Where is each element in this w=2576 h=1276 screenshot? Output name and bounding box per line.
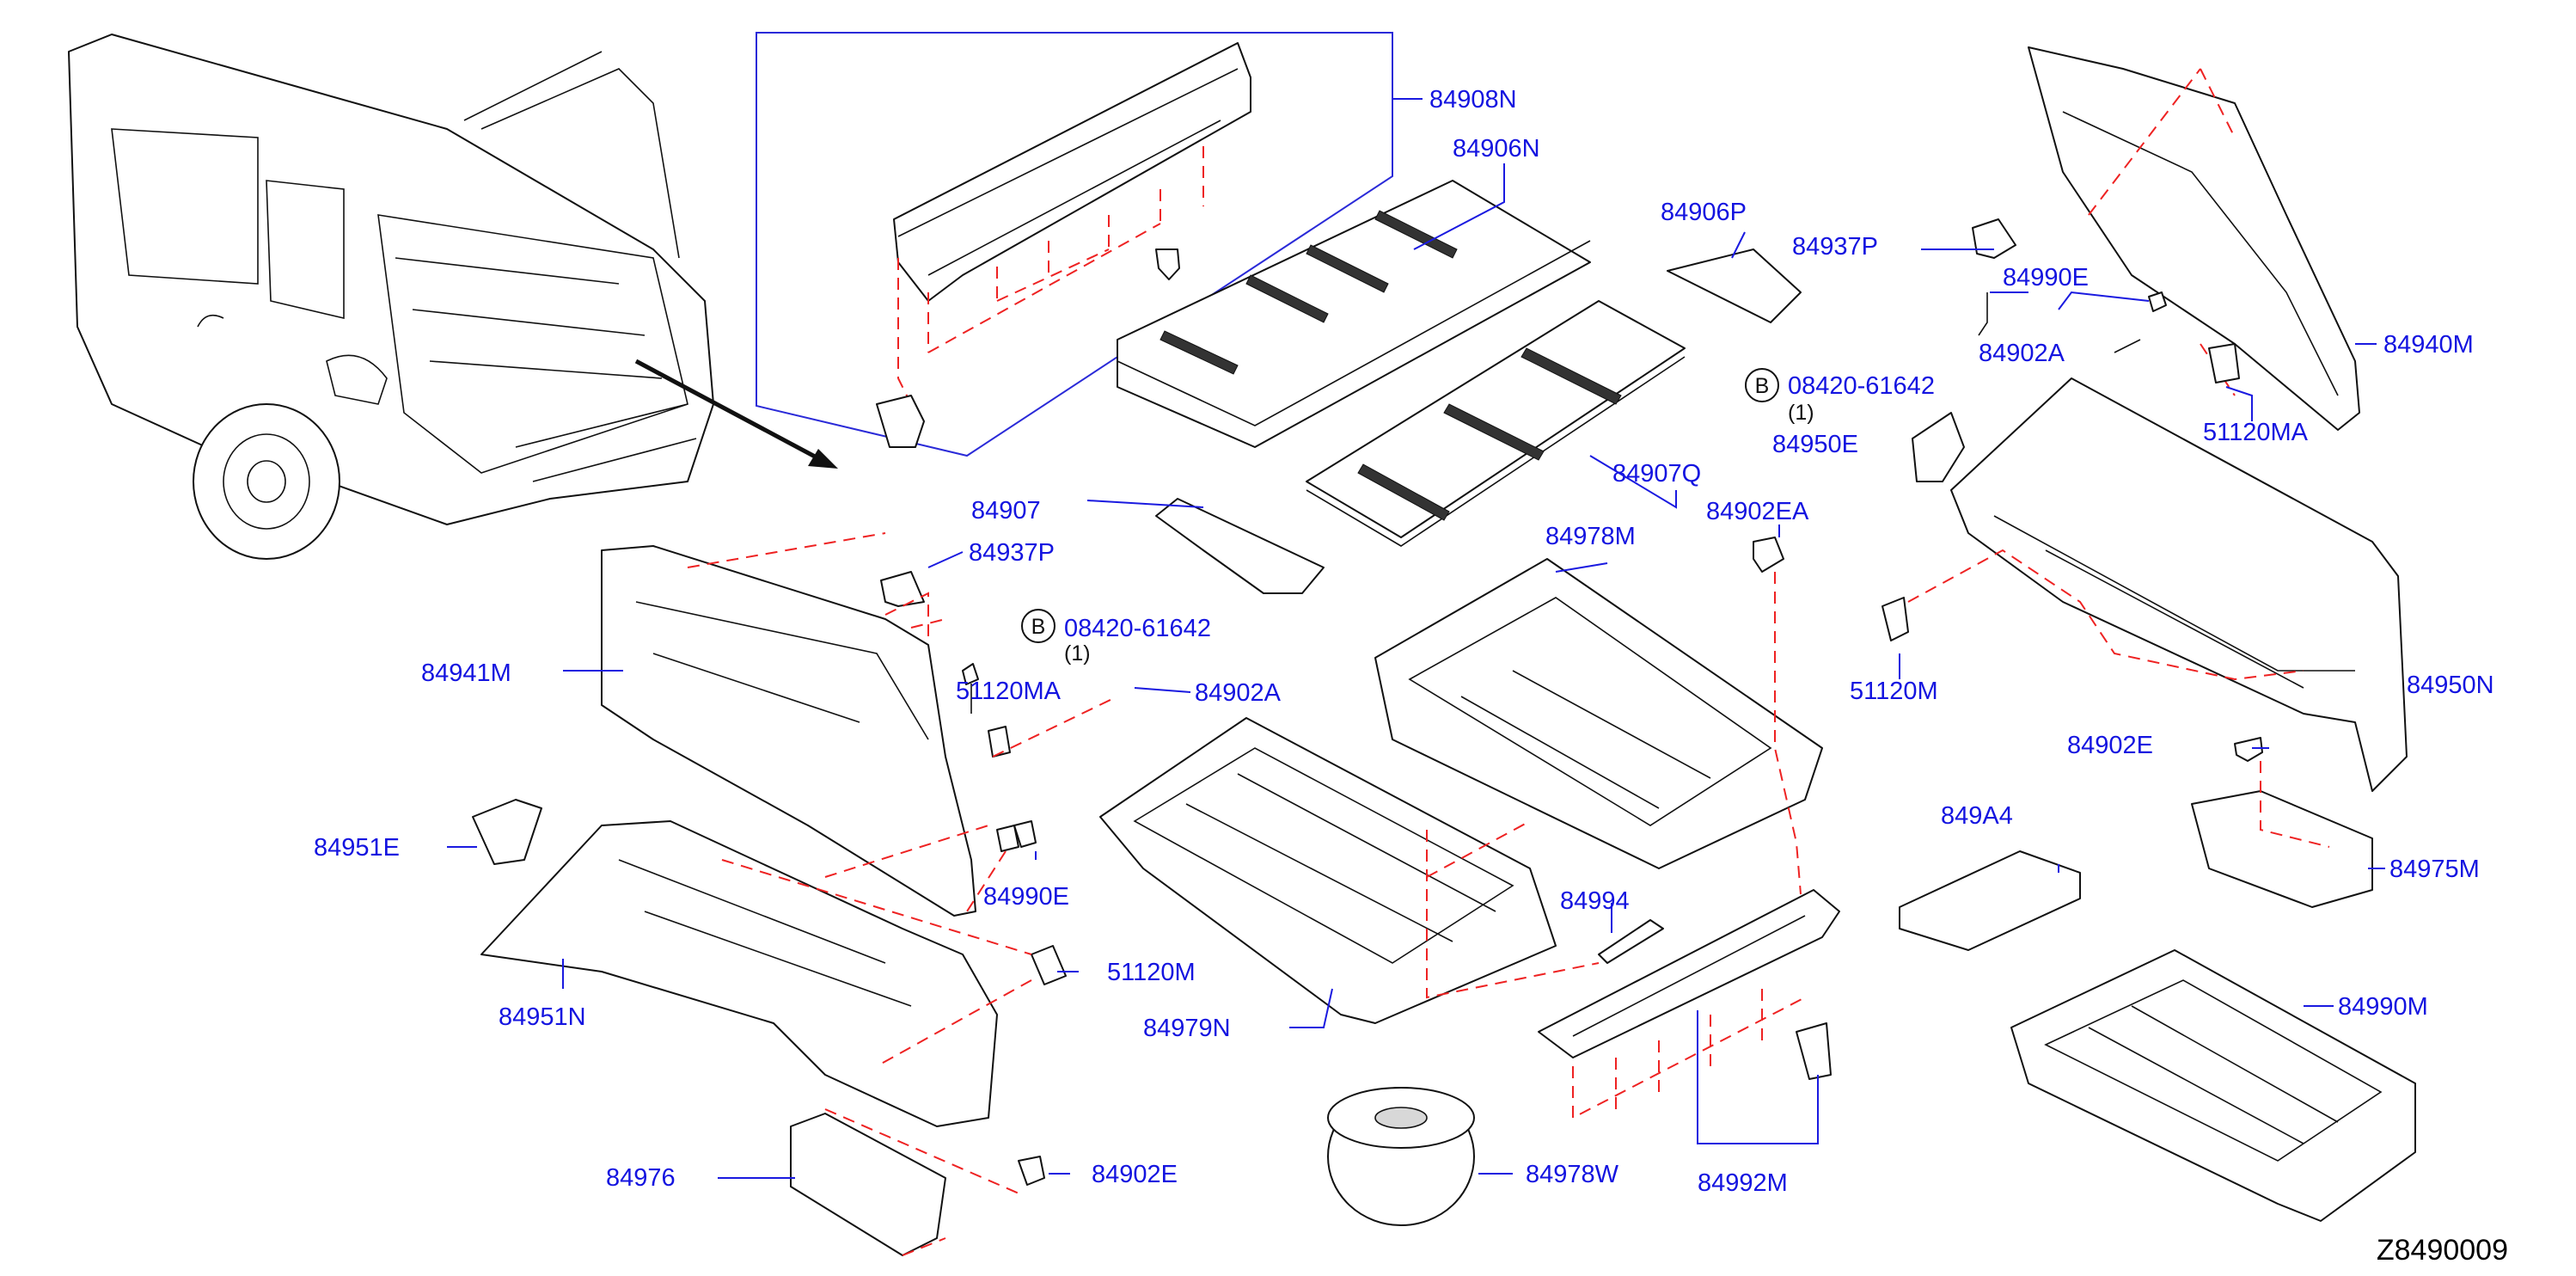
- label-84940M: 84940M: [2383, 331, 2474, 359]
- label-84978M: 84978M: [1545, 523, 1636, 550]
- label-84907Q: 84907Q: [1612, 460, 1701, 488]
- label-84990M: 84990M: [2338, 993, 2428, 1021]
- diagram-code: Z8490009: [2377, 1234, 2508, 1267]
- part-849A4: [1899, 850, 2081, 951]
- label-84975M: 84975M: [2389, 856, 2480, 883]
- label-51120M-mid: 51120M: [1107, 959, 1196, 986]
- bolt-badge-top-letter: B: [1755, 374, 1770, 398]
- part-84976: [790, 1108, 1024, 1256]
- part-84978W: [1327, 1087, 1475, 1226]
- label-08420-61642-top: 08420-61642: [1788, 372, 1935, 400]
- part-84907: [1155, 498, 1325, 594]
- leader-lines: [447, 98, 2385, 1179]
- label-84951N: 84951N: [499, 1003, 586, 1031]
- bolt-badge-mid: B (1): [1021, 609, 1091, 666]
- part-84975M: [2191, 761, 2373, 908]
- part-84990E-mid: [1013, 820, 1037, 848]
- label-84990E-top: 84990E: [2003, 264, 2089, 291]
- part-84951E: [472, 799, 542, 865]
- label-84990E-mid: 84990E: [983, 883, 1069, 911]
- label-84937P-top: 84937P: [1792, 233, 1878, 261]
- part-84950N: [1882, 377, 2408, 792]
- label-84906N: 84906N: [1453, 135, 1540, 163]
- label-84976: 84976: [606, 1164, 676, 1192]
- part-84951N: [480, 820, 1067, 1127]
- label-84902E-right: 84902E: [2067, 732, 2153, 759]
- label-84951E: 84951E: [314, 834, 400, 862]
- label-84937P-mid: 84937P: [969, 539, 1055, 567]
- label-84906P: 84906P: [1661, 199, 1747, 226]
- label-84902E-mid: 84902E: [1092, 1161, 1178, 1188]
- label-84994: 84994: [1560, 887, 1630, 915]
- label-84908N: 84908N: [1429, 86, 1517, 113]
- part-84906P: [1667, 248, 1802, 323]
- part-labels: 84908N 84906N 84906P 84937P 84990E 84940…: [314, 86, 2494, 1197]
- label-84941M: 84941M: [421, 659, 511, 687]
- part-84992M: [1538, 889, 1840, 1120]
- label-84902A-mid: 84902A: [1195, 679, 1282, 707]
- part-84906N: [1117, 180, 1591, 448]
- bolt-qty-mid: (1): [1064, 641, 1091, 666]
- label-51120MA-top: 51120MA: [2203, 419, 2309, 446]
- part-84978M: [1374, 537, 1823, 895]
- part-84902E-right: [2234, 737, 2263, 762]
- label-84950N: 84950N: [2407, 672, 2494, 699]
- label-84992M: 84992M: [1698, 1169, 1788, 1197]
- part-84908N: [876, 42, 1251, 448]
- bolt-qty-top: (1): [1788, 401, 1814, 425]
- label-84950E: 84950E: [1772, 431, 1858, 458]
- bolt-badge-top: B (1): [1745, 368, 1814, 425]
- label-51120MA-mid: 51120MA: [956, 678, 1062, 705]
- part-84941M: [601, 532, 1118, 917]
- part-84950E: [1912, 412, 1965, 482]
- label-849A4: 849A4: [1941, 802, 2013, 830]
- label-84902A-top: 84902A: [1979, 340, 2065, 367]
- label-84978W: 84978W: [1526, 1161, 1619, 1188]
- part-84990M: [2010, 949, 2416, 1222]
- label-84979N: 84979N: [1143, 1015, 1231, 1042]
- part-84907Q: [1306, 300, 1686, 547]
- part-84940M: [1972, 46, 2360, 431]
- label-84902EA: 84902EA: [1706, 498, 1809, 525]
- label-84907: 84907: [971, 497, 1041, 525]
- vehicle-illustration: [68, 34, 838, 560]
- part-84979N: [1099, 717, 1600, 1024]
- label-08420-61642-mid: 08420-61642: [1064, 615, 1211, 642]
- bolt-badge-mid-letter: B: [1031, 615, 1046, 639]
- label-51120M-right: 51120M: [1850, 678, 1938, 705]
- part-84902E-mid: [1018, 1156, 1045, 1186]
- part-84994: [1598, 919, 1664, 964]
